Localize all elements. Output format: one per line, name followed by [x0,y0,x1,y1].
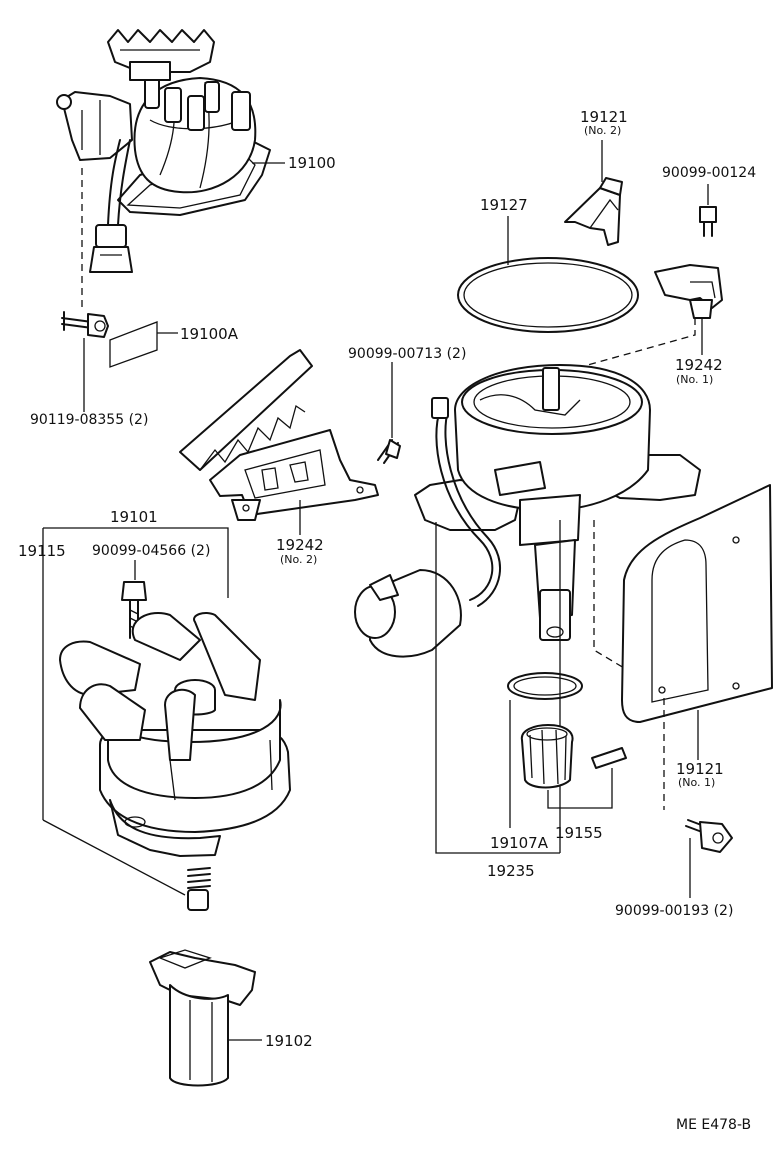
label-19100A: 19100A [180,325,239,343]
reference-code: ME E478-B [676,1117,751,1133]
label-19121-top-sub: (No. 2) [584,124,621,137]
label-19100: 19100 [288,154,336,172]
bolt-90099-00713 [377,439,401,464]
screw-90099-00124 [699,206,717,237]
label-19155: 19155 [555,824,603,842]
label-19121-bot: 19121 [676,760,724,778]
pin-19155 [591,747,627,769]
bolt-90119-08355 [61,311,109,338]
label-19242-right-sub: (No. 1) [676,373,713,386]
label-19101: 19101 [110,508,158,526]
bracket-19235 [435,522,560,854]
label-19115: 19115 [18,542,66,560]
label-90099-04566: 90099-04566 (2) [92,543,210,559]
label-19242-mid: 19242 [276,536,324,554]
guide-line-19242 [569,318,696,371]
bracket-19155 [547,768,613,809]
o-ring-19107A [507,672,583,700]
spiral-gear-19155 [520,724,574,789]
distributor-assembly-illustration [56,29,271,273]
o-ring-19127 [457,257,639,333]
leader-19115 [42,819,186,896]
bracket-19101 [43,527,229,598]
label-19242-right: 19242 [675,356,723,374]
label-90099-00713: 90099-00713 (2) [348,346,466,362]
label-19107A: 19107A [490,834,549,852]
label-19242-mid-sub: (No. 2) [280,553,317,566]
housing-19235 [354,364,701,658]
protector-19121-no2 [564,177,623,246]
label-19121-bot-sub: (No. 1) [678,776,715,789]
bolt-90099-00193 [685,819,733,853]
guide-line-19121 [593,520,625,669]
rotor-19102 [149,949,256,1087]
protector-19242-no2 [179,349,379,521]
housing-protector-19121-no1 [621,484,773,723]
label-90099-00124: 90099-00124 [662,165,756,181]
label-90119-08355: 90119-08355 (2) [30,412,148,428]
protector-19242-no1 [654,264,723,319]
label-19127: 19127 [480,196,528,214]
label-90099-00193: 90099-00193 (2) [615,903,733,919]
label-19102: 19102 [265,1032,313,1050]
cap-insulator-plate [109,321,158,368]
distributor-cap-19101 [59,612,291,857]
spring-19115 [187,867,211,911]
label-19235: 19235 [487,862,535,880]
label-19121-top: 19121 [580,108,628,126]
